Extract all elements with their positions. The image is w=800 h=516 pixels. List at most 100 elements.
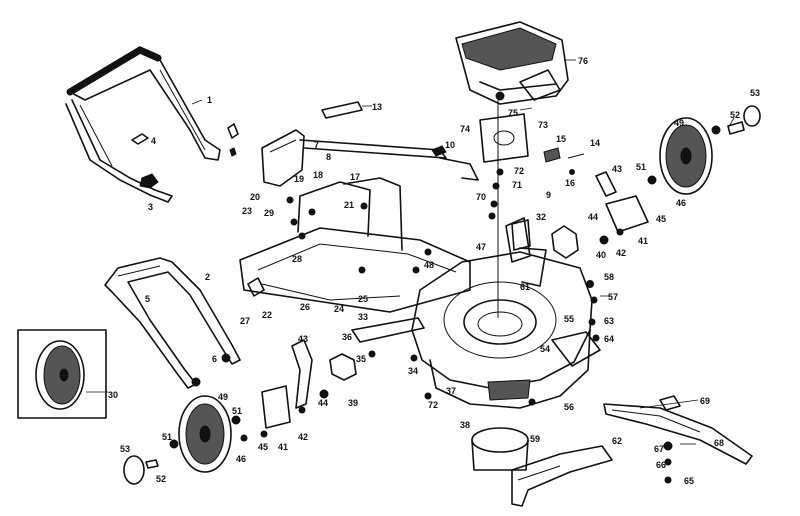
rear-frame — [239, 129, 471, 313]
callout-41-left: 41 — [278, 442, 288, 452]
callout-38: 38 — [460, 420, 470, 430]
rod-14 — [567, 153, 585, 175]
lower-handle — [104, 257, 241, 389]
callout-51: 51 — [636, 162, 646, 172]
callout-69: 69 — [700, 396, 710, 406]
callout-57: 57 — [608, 292, 618, 302]
callout-51-left2: 51 — [162, 432, 172, 442]
upper-handle — [65, 46, 221, 203]
blade — [603, 403, 753, 465]
gasket-plate-73 — [479, 113, 529, 163]
callout-53-left: 53 — [120, 444, 130, 454]
height-adjust-lever — [551, 171, 649, 259]
callout-51-left: 51 — [232, 406, 242, 416]
pivot-bar-35 — [351, 317, 425, 358]
callout-7: 7 — [314, 140, 319, 150]
callout-9: 9 — [546, 190, 551, 200]
callout-8: 8 — [326, 152, 331, 162]
callout-74: 74 — [460, 124, 470, 134]
callout-2: 2 — [205, 272, 210, 282]
rear-wheel-left — [178, 395, 232, 473]
deck — [411, 251, 601, 409]
callout-71: 71 — [512, 180, 522, 190]
callout-44-left: 44 — [318, 398, 328, 408]
callout-20: 20 — [250, 192, 260, 202]
rear-wheel-right — [659, 117, 713, 195]
callout-6: 6 — [212, 354, 217, 364]
callout-52-left: 52 — [156, 474, 166, 484]
callout-67: 67 — [654, 444, 664, 454]
callout-4: 4 — [151, 136, 156, 146]
callout-17: 17 — [350, 172, 360, 182]
callout-39: 39 — [348, 398, 358, 408]
callout-26: 26 — [300, 302, 310, 312]
callout-37: 37 — [446, 386, 456, 396]
handle-bolt-6 — [191, 353, 231, 387]
callout-18: 18 — [313, 170, 323, 180]
callout-56: 56 — [564, 402, 574, 412]
callout-13: 13 — [372, 102, 382, 112]
callout-42-left: 42 — [298, 432, 308, 442]
handle-knob-4 — [131, 133, 149, 145]
callout-27: 27 — [240, 316, 250, 326]
callout-46-left: 46 — [236, 454, 246, 464]
callout-16: 16 — [565, 178, 575, 188]
callout-75: 75 — [508, 108, 518, 118]
spacer-59 — [471, 427, 529, 471]
callout-35: 35 — [356, 354, 366, 364]
left-lever-42 — [291, 339, 313, 414]
callout-73: 73 — [538, 120, 548, 130]
callout-46: 46 — [676, 198, 686, 208]
wing-nut-3 — [139, 173, 159, 189]
callout-61: 61 — [520, 282, 530, 292]
callout-70: 70 — [476, 192, 486, 202]
callout-24: 24 — [334, 304, 344, 314]
callout-63: 63 — [604, 316, 614, 326]
engine — [455, 21, 569, 105]
baffle — [511, 445, 613, 507]
callout-33: 33 — [358, 312, 368, 322]
callout-34: 34 — [408, 366, 418, 376]
callout-15: 15 — [556, 134, 566, 144]
callout-1: 1 — [207, 95, 212, 105]
callout-76: 76 — [578, 56, 588, 66]
callout-21: 21 — [344, 200, 354, 210]
callout-68: 68 — [714, 438, 724, 448]
callout-10: 10 — [445, 140, 455, 150]
callout-58: 58 — [604, 272, 614, 282]
callout-41: 41 — [638, 236, 648, 246]
front-wheel-inset — [17, 329, 107, 419]
callout-32: 32 — [536, 212, 546, 222]
left-axle-parts — [123, 415, 268, 485]
callout-42: 42 — [616, 248, 626, 258]
callout-44: 44 — [588, 212, 598, 222]
callout-45-left: 45 — [258, 442, 268, 452]
callout-22: 22 — [262, 310, 272, 320]
callout-19: 19 — [294, 174, 304, 184]
callout-52: 52 — [730, 110, 740, 120]
callout-3: 3 — [148, 202, 153, 212]
callout-72b: 72 — [428, 400, 438, 410]
callout-43: 43 — [612, 164, 622, 174]
callout-40: 40 — [596, 250, 606, 260]
deck-fasteners — [410, 280, 600, 406]
callout-49: 49 — [674, 118, 684, 128]
fasteners-left — [247, 196, 432, 297]
callout-30: 30 — [108, 390, 118, 400]
callout-72: 72 — [514, 166, 524, 176]
callout-48: 48 — [424, 260, 434, 270]
axle-rod-13 — [321, 101, 363, 119]
callout-36: 36 — [342, 332, 352, 342]
leader-lines — [86, 59, 735, 445]
callout-66: 66 — [656, 460, 666, 470]
callout-25: 25 — [358, 294, 368, 304]
callout-14: 14 — [590, 138, 600, 148]
pivot-bracket-10 — [431, 145, 479, 181]
callout-29: 29 — [264, 208, 274, 218]
handle-clip — [227, 123, 239, 157]
callout-55: 55 — [564, 314, 574, 324]
callout-labels: 1 2 3 4 5 6 7 8 9 10 13 14 15 16 17 18 1… — [108, 56, 760, 486]
callout-47: 47 — [476, 242, 486, 252]
